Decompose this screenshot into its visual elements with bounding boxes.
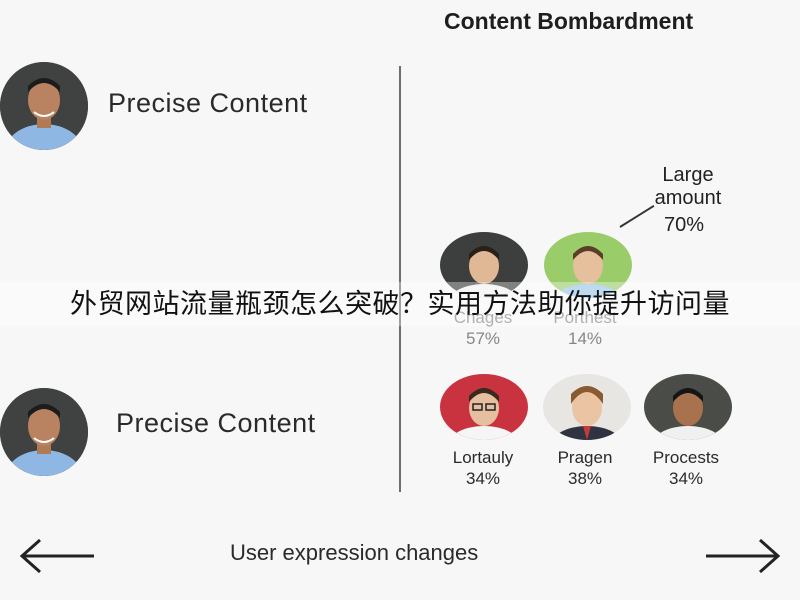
person-porthest-percent: 14% xyxy=(567,329,603,348)
avatar-precise-top xyxy=(0,62,88,150)
arrow-right-icon xyxy=(704,536,784,576)
person-chages-name: Chages xyxy=(453,308,513,327)
person-lortauly: Lortauly 34% xyxy=(428,448,538,490)
avatar-chages xyxy=(440,232,528,298)
avatar-precise-bottom xyxy=(0,388,88,476)
person-chages-percent: 57% xyxy=(465,329,501,348)
person-procests-percent: 34% xyxy=(668,469,704,488)
person-pragen: Pragen 38% xyxy=(530,448,640,490)
person-chages: Chages 57% xyxy=(428,308,538,350)
avatar-procests xyxy=(644,374,732,440)
avatar-pragen xyxy=(543,374,631,440)
avatar-porthest xyxy=(544,232,632,298)
large-amount-percent: 70% xyxy=(664,214,705,236)
overlay-banner-title: 外贸网站流量瓶颈怎么突破？实用方法助你提升访问量 xyxy=(0,282,800,326)
precise-content-label-bottom: Precise Content xyxy=(116,408,316,438)
person-porthest-name: Porthest xyxy=(553,308,617,327)
precise-content-label-top: Precise Content xyxy=(108,88,308,118)
person-procests: Procests 34% xyxy=(631,448,741,490)
large-amount-label: Large amount xyxy=(654,164,722,209)
person-pragen-percent: 38% xyxy=(567,469,603,488)
person-lortauly-percent: 34% xyxy=(465,469,501,488)
person-pragen-name: Pragen xyxy=(557,448,613,467)
footer-caption: User expression changes xyxy=(230,540,479,565)
person-porthest: Porthest 14% xyxy=(530,308,640,350)
panel-divider xyxy=(399,66,401,492)
person-procests-name: Procests xyxy=(652,448,720,467)
arrow-left-icon xyxy=(16,536,96,576)
person-lortauly-name: Lortauly xyxy=(452,448,514,467)
content-bombardment-title: Content Bombardment xyxy=(444,8,694,34)
avatar-lortauly xyxy=(440,374,528,440)
